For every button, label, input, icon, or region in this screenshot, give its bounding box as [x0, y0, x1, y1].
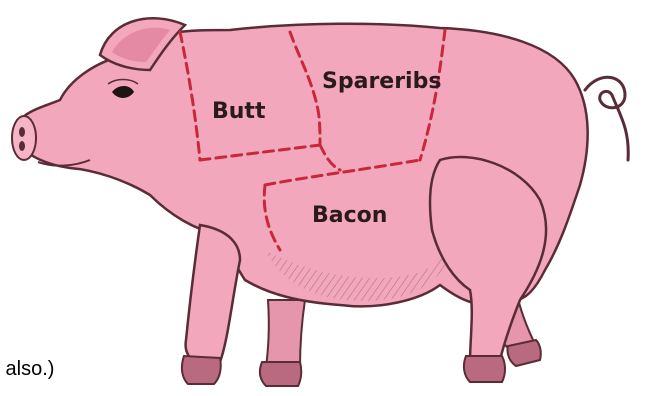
front-leg — [186, 225, 240, 362]
tail — [585, 77, 628, 160]
snout — [12, 116, 36, 160]
caption-text: ks also.) — [0, 358, 54, 381]
cut-label-spareribs: Spareribs — [322, 69, 441, 94]
cut-label-bacon: Bacon — [312, 203, 387, 228]
cut-label-butt: Butt — [212, 99, 266, 124]
